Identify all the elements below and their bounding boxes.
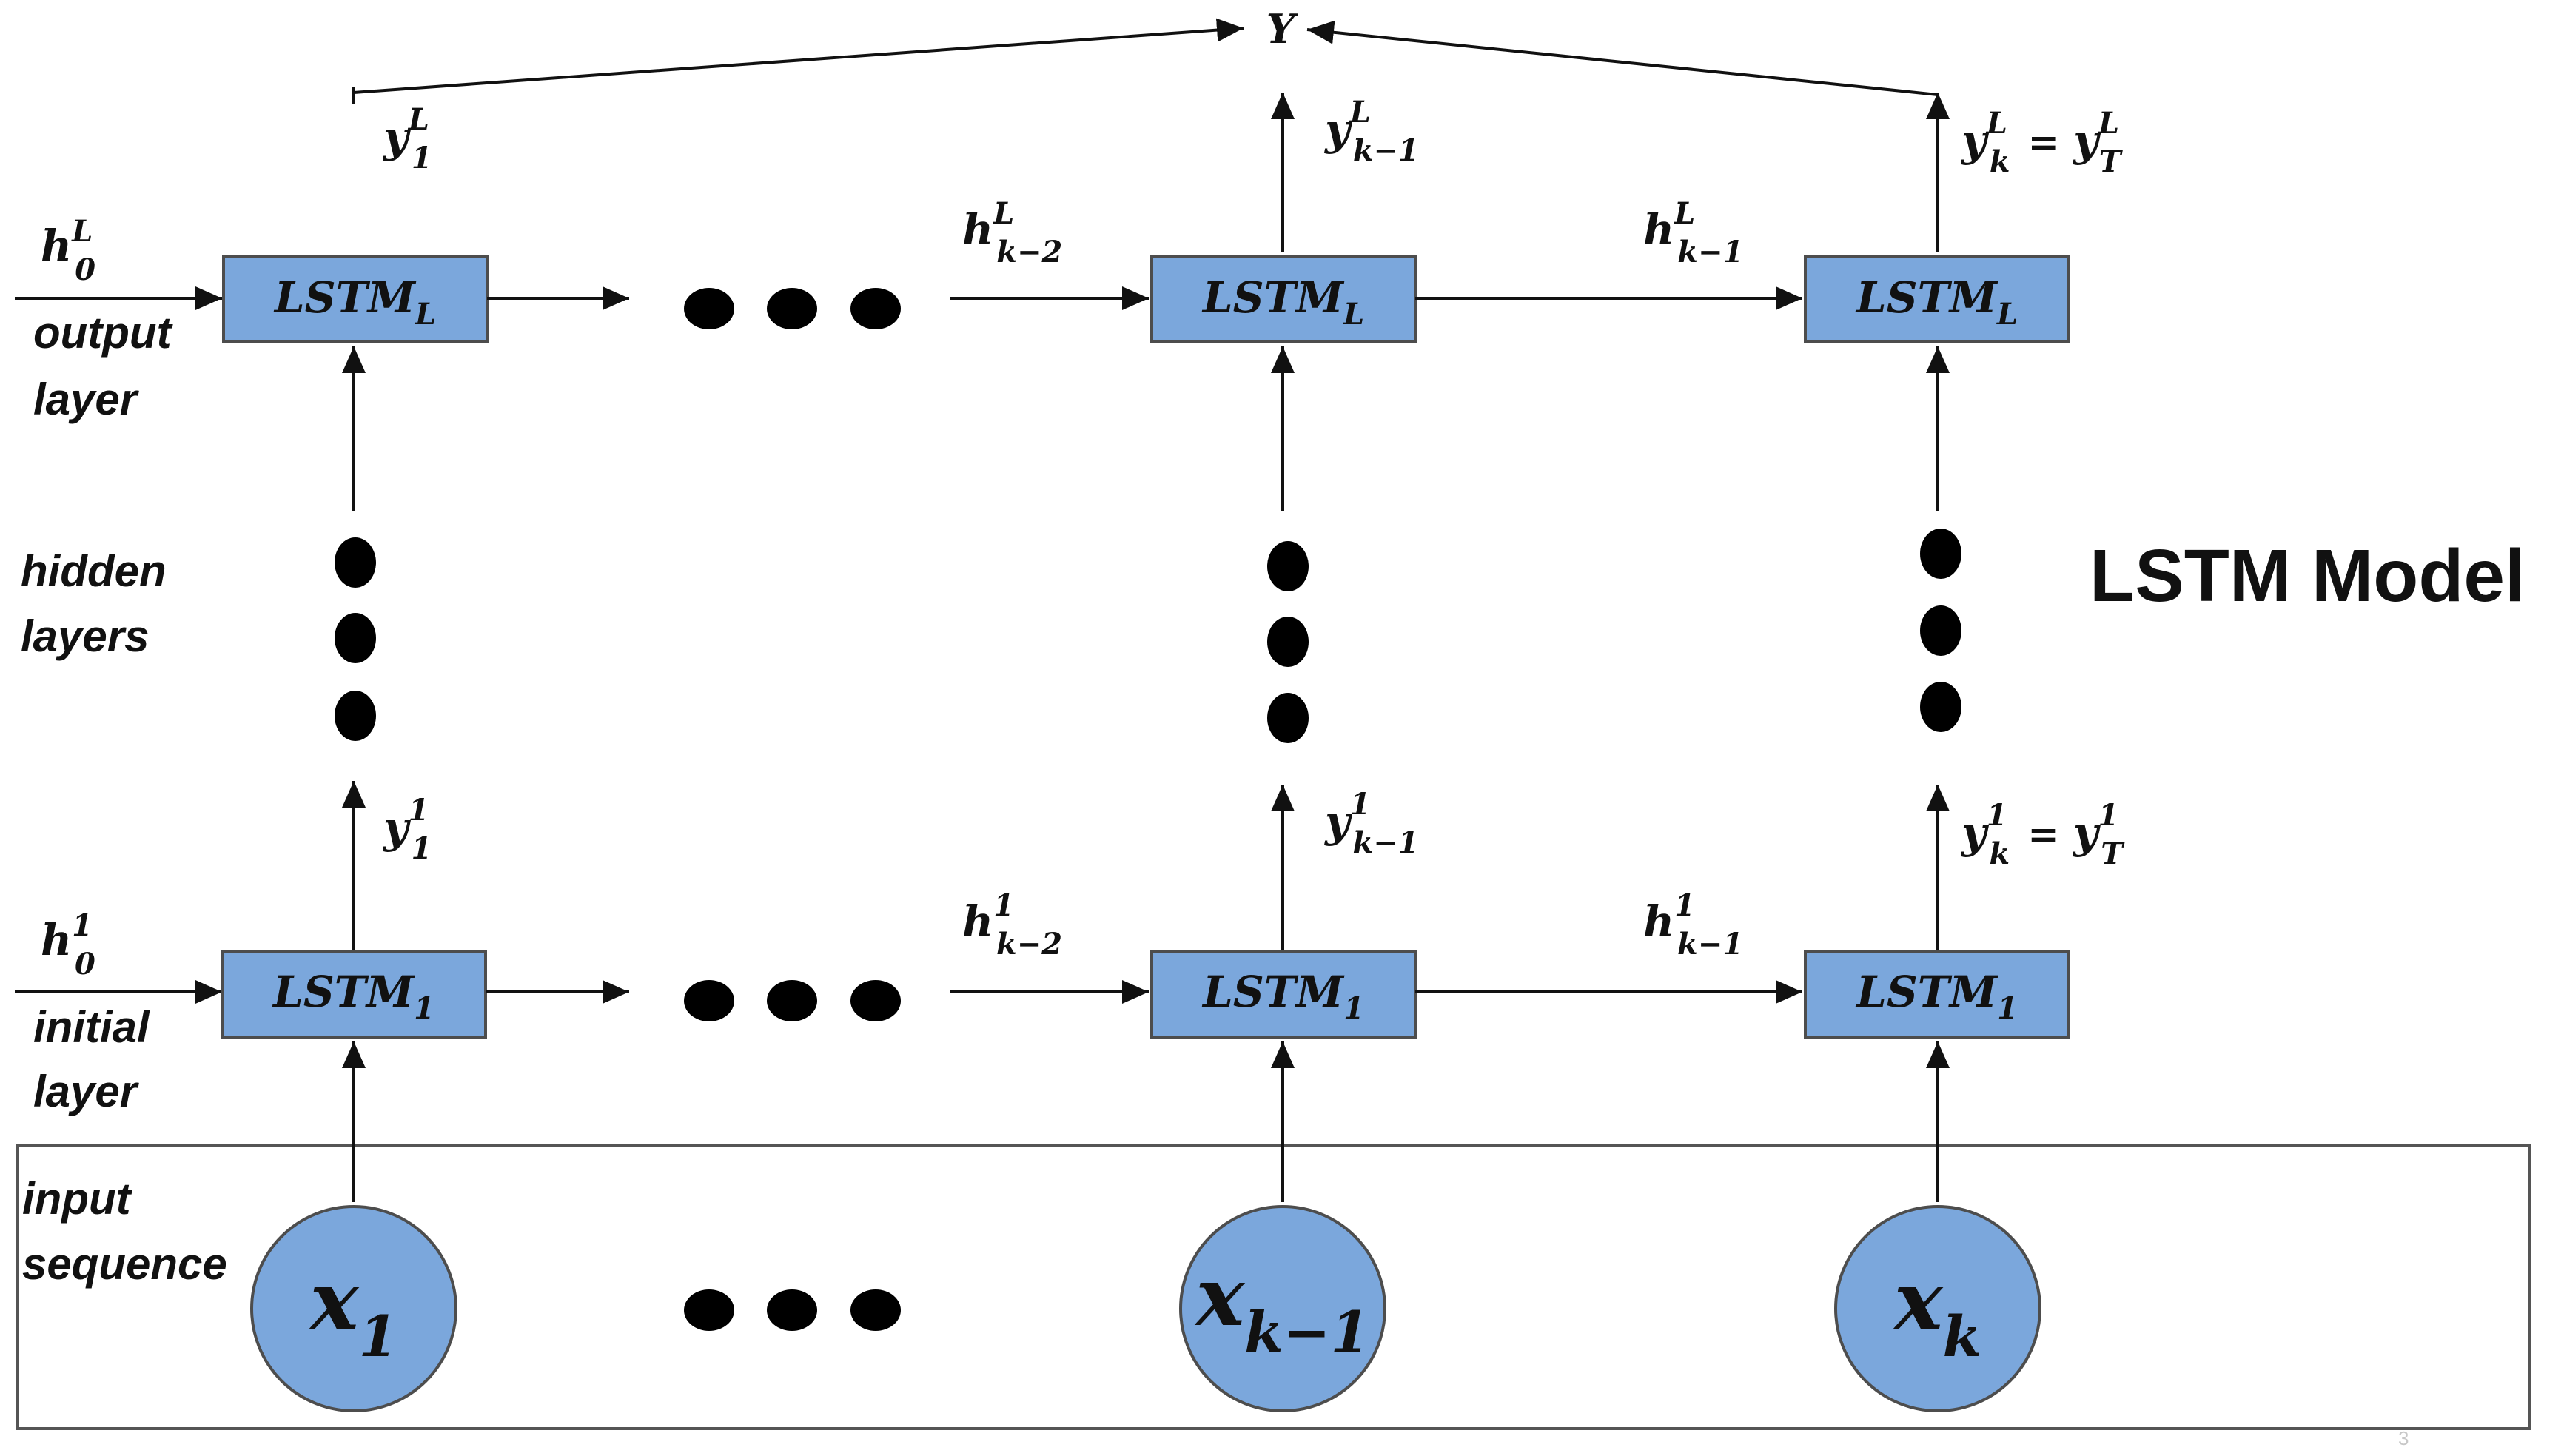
svg-text:layer: layer: [33, 1067, 140, 1116]
lstm-bottom-cell-1: LSTM1: [221, 950, 487, 1039]
input-node-xk: xk: [1834, 1205, 2041, 1412]
hidden-dots-3: [1920, 529, 1961, 732]
hidden-dots-2: [1267, 541, 1309, 743]
input-sequence-label: input sequence: [22, 1174, 227, 1289]
output-layer-label: output layer: [33, 308, 174, 424]
output-line-left: [352, 18, 1244, 104]
page-number: 3: [2398, 1427, 2409, 1449]
input-node-x1: x1: [250, 1205, 457, 1412]
lstm-top-cell-1: LSTML: [222, 255, 489, 343]
lstm-top-cell-3: LSTML: [1804, 255, 2070, 343]
top-ellipsis: [684, 288, 901, 329]
svg-text:LSTM1: LSTM1: [1201, 967, 1364, 1026]
svg-text:LSTM1: LSTM1: [1855, 967, 2018, 1026]
input-sequence-box: [16, 1144, 2531, 1430]
svg-text:LSTM1: LSTM1: [272, 967, 434, 1026]
initial-layer-label: initial layer: [33, 1002, 150, 1116]
hidden-layers-label: hidden layers: [21, 546, 167, 661]
input-node-xk1: xk−1: [1179, 1205, 1386, 1412]
svg-text:LSTML: LSTML: [1201, 272, 1364, 332]
svg-text:sequence: sequence: [22, 1239, 227, 1289]
input-ellipsis: [684, 1289, 901, 1331]
svg-text:LSTML: LSTML: [1855, 272, 2018, 332]
lstm-bottom-cell-3: LSTM1: [1804, 950, 2070, 1039]
svg-text:LSTML: LSTML: [273, 272, 436, 332]
svg-text:initial: initial: [33, 1002, 150, 1052]
svg-text:hidden: hidden: [21, 546, 167, 596]
hidden-dots-1: [335, 537, 376, 741]
svg-text:layers: layers: [21, 611, 150, 661]
svg-text:input: input: [22, 1174, 133, 1224]
svg-text:output: output: [33, 308, 174, 358]
page-title: LSTM Model: [2090, 534, 2526, 617]
svg-text:x1: x1: [309, 1253, 397, 1369]
output-label: Y: [1266, 5, 1298, 53]
bottom-ellipsis: [684, 980, 901, 1021]
svg-text:layer: layer: [33, 375, 140, 424]
svg-text:xk−1: xk−1: [1195, 1249, 1370, 1365]
lstm-top-cell-2: LSTML: [1150, 255, 1417, 343]
svg-text:xk: xk: [1893, 1253, 1981, 1369]
lstm-bottom-cell-2: LSTM1: [1150, 950, 1417, 1039]
